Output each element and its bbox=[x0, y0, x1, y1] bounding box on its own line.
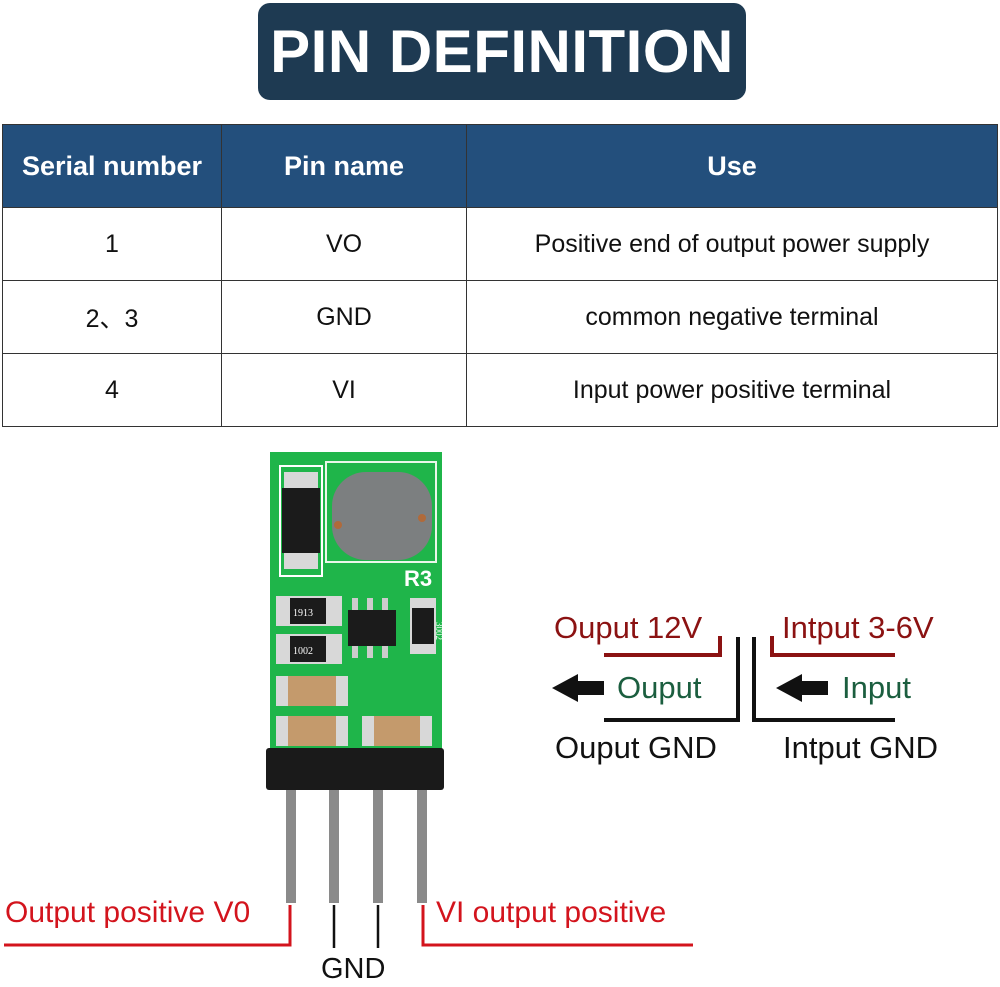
gnd-pin-label: GND bbox=[321, 953, 386, 985]
cell-pin-name: GND bbox=[221, 280, 467, 354]
output-flow-label: Ouput bbox=[617, 670, 702, 705]
diode bbox=[282, 488, 320, 553]
header-pins bbox=[286, 778, 427, 903]
page-title: PIN DEFINITION bbox=[258, 3, 746, 100]
resistor-code: 1913 bbox=[293, 608, 313, 619]
output-positive-label: Output positive V0 bbox=[5, 896, 251, 929]
cell-serial: 2、3 bbox=[2, 280, 222, 354]
resistor-code: 1002 bbox=[293, 646, 313, 657]
resistor-code: 3002 bbox=[434, 622, 444, 640]
cell-use: Positive end of output power supply bbox=[466, 207, 998, 281]
ic-chip bbox=[348, 610, 396, 646]
table-header-row: Serial number Pin name Use bbox=[2, 124, 998, 208]
input-arrow-icon bbox=[776, 674, 828, 702]
cell-serial: 1 bbox=[2, 207, 222, 281]
input-positive-label: VI output positive bbox=[436, 896, 667, 929]
cell-pin-name: VI bbox=[221, 353, 467, 427]
header-pin-name: Pin name bbox=[221, 124, 467, 208]
silkscreen-r3: R3 bbox=[404, 566, 432, 591]
pin-header bbox=[266, 748, 444, 790]
table-row: 1 VO Positive end of output power supply bbox=[2, 207, 998, 281]
header-use: Use bbox=[466, 124, 998, 208]
input-gnd-label: Intput GND bbox=[783, 730, 939, 765]
input-flow-label: Input bbox=[842, 670, 911, 705]
table-row: 4 VI Input power positive terminal bbox=[2, 353, 998, 427]
output-voltage-label: Ouput 12V bbox=[554, 610, 703, 645]
dc-dc-module-image: R3 1913 1002 3002 bbox=[266, 452, 444, 903]
cell-pin-name: VO bbox=[221, 207, 467, 281]
cell-serial: 4 bbox=[2, 353, 222, 427]
header-serial-number: Serial number bbox=[2, 124, 222, 208]
cell-use: common negative terminal bbox=[466, 280, 998, 354]
inductor bbox=[332, 472, 432, 560]
input-voltage-label: Intput 3-6V bbox=[782, 610, 934, 645]
output-gnd-label: Ouput GND bbox=[555, 730, 717, 765]
table-row: 2、3 GND common negative terminal bbox=[2, 280, 998, 354]
cell-use: Input power positive terminal bbox=[466, 353, 998, 427]
pin-table: Serial number Pin name Use 1 VO Positive… bbox=[2, 124, 998, 427]
output-arrow-icon bbox=[552, 674, 604, 702]
